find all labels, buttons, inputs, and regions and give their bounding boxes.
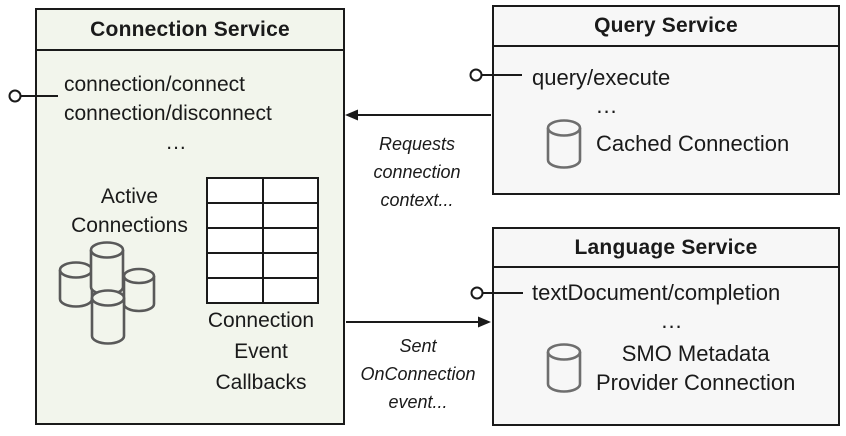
- arrow-connector-icon: [345, 109, 491, 121]
- method-query-execute: query/execute: [532, 65, 671, 90]
- smo-metadata-row: SMO Metadata Provider Connection: [546, 339, 795, 397]
- connection-cylinders-icon: [58, 241, 156, 345]
- query-service-box: Query Service query/execute ... Cached C…: [492, 5, 840, 195]
- method-connection-disconnect: connection/disconnect: [64, 102, 272, 125]
- cached-connection-row: Cached Connection: [546, 119, 789, 169]
- methods-ellipsis: ...: [661, 308, 683, 333]
- active-connections-label: Active Connections: [71, 185, 188, 237]
- requests-connection-context-label: Requests connection context...: [373, 134, 461, 210]
- cached-connection-label: Cached Connection: [596, 131, 790, 156]
- language-service-box: Language Service textDocument/completion…: [492, 227, 840, 426]
- database-cylinder-icon: [546, 343, 582, 393]
- query-service-title: Query Service: [494, 7, 838, 47]
- callbacks-table-icon: [206, 177, 319, 304]
- methods-ellipsis: ...: [596, 93, 618, 118]
- connection-service-title: Connection Service: [37, 10, 343, 51]
- database-cylinder-icon: [546, 119, 582, 169]
- sent-onconnection-event-label: Sent OnConnection event...: [360, 336, 476, 412]
- arrow-connector-icon: [346, 316, 491, 328]
- query-service-methods: query/execute ...: [532, 64, 682, 120]
- connection-service-methods: connection/connect connection/disconnect…: [64, 70, 289, 157]
- method-connection-connect: connection/connect: [64, 73, 245, 96]
- connection-event-callbacks-label: Connection Event Callbacks: [207, 309, 315, 394]
- language-service-methods: textDocument/completion ...: [532, 279, 812, 335]
- methods-ellipsis: ...: [166, 131, 187, 154]
- connection-service-box: Connection Service connection/connect co…: [35, 8, 345, 425]
- language-service-title: Language Service: [494, 229, 838, 268]
- method-textdocument-completion: textDocument/completion: [532, 280, 781, 305]
- smo-metadata-label: SMO Metadata Provider Connection: [596, 341, 796, 395]
